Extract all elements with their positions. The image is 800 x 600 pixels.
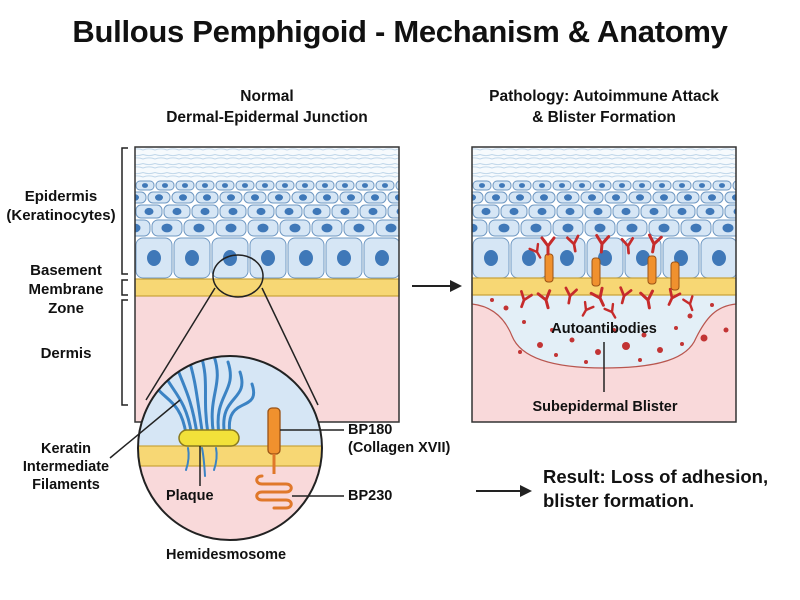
bmz-label-line2: Membrane (28, 281, 104, 298)
left-basement-membrane (134, 278, 400, 297)
pathology-heading: Pathology: Autoimmune Attack & Blister F… (450, 86, 758, 128)
plaque-label: Plaque (166, 488, 214, 504)
bp180-label-line2: (Collagen XVII) (348, 440, 451, 456)
pathology-heading-line2: & Blister Formation (532, 109, 676, 126)
blister-label: Subepidermal Blister (532, 399, 678, 415)
hemidesmosome-caption: Hemidesmosome (166, 547, 287, 563)
right-epidermis-cells (472, 147, 736, 279)
keratin-label: Keratin Intermediate Filaments (14, 440, 118, 494)
bp230-molecule (255, 474, 293, 510)
bp180-label-line1: BP180 (348, 422, 393, 438)
pathology-heading-line1: Pathology: Autoimmune Attack (489, 88, 719, 105)
result-statement: Result: Loss of adhesion, blister format… (543, 465, 768, 513)
bracket-epidermis (121, 147, 128, 275)
keratin-label-line2: Intermediate (22, 459, 110, 475)
bmz-label: Basement Membrane Zone (14, 261, 118, 318)
epidermis-label: Epidermis (Keratinocytes) (6, 187, 116, 225)
result-arrow (476, 485, 532, 497)
bp180-molecule (267, 407, 281, 455)
result-line2: blister formation. (543, 490, 695, 511)
bp180-label: BP180 (Collagen XVII) (348, 421, 450, 457)
layer-brackets (121, 147, 128, 406)
page-title: Bullous Pemphigoid - Mechanism & Anatomy (72, 14, 728, 49)
left-epidermis-cells (135, 147, 399, 279)
magnify-callout (145, 254, 319, 406)
normal-heading-line1: Normal (240, 88, 294, 105)
result-line1: Result: Loss of adhesion, (543, 466, 769, 487)
plaque (178, 429, 240, 447)
keratin-label-line1: Keratin (41, 441, 91, 457)
dermis-label: Dermis (40, 345, 92, 362)
keratin-label-line3: Filaments (32, 477, 100, 493)
keratin-leader (109, 399, 181, 459)
normal-skin-panel (134, 146, 400, 423)
inflammatory-cells (490, 298, 729, 364)
autoantibodies (520, 233, 694, 319)
epidermis-label-line1: Epidermis (24, 188, 98, 205)
hemidesmosome-inset (109, 355, 344, 541)
bmz-label-line1: Basement (30, 262, 102, 279)
pathology-panel (471, 146, 737, 423)
normal-heading: Normal Dermal-Epidermal Junction (140, 86, 394, 128)
autoantibodies-label: Autoantibodies (551, 321, 657, 337)
right-basement-membrane (471, 277, 737, 296)
arrow-to-pathology (412, 280, 462, 292)
bmz-label-line3: Zone (48, 300, 84, 317)
bracket-dermis (121, 299, 128, 406)
bp230-label: BP230 (348, 488, 393, 504)
bracket-bmz (121, 279, 128, 296)
epidermis-label-line2: (Keratinocytes) (6, 207, 116, 224)
normal-heading-line2: Dermal-Epidermal Junction (166, 109, 368, 126)
